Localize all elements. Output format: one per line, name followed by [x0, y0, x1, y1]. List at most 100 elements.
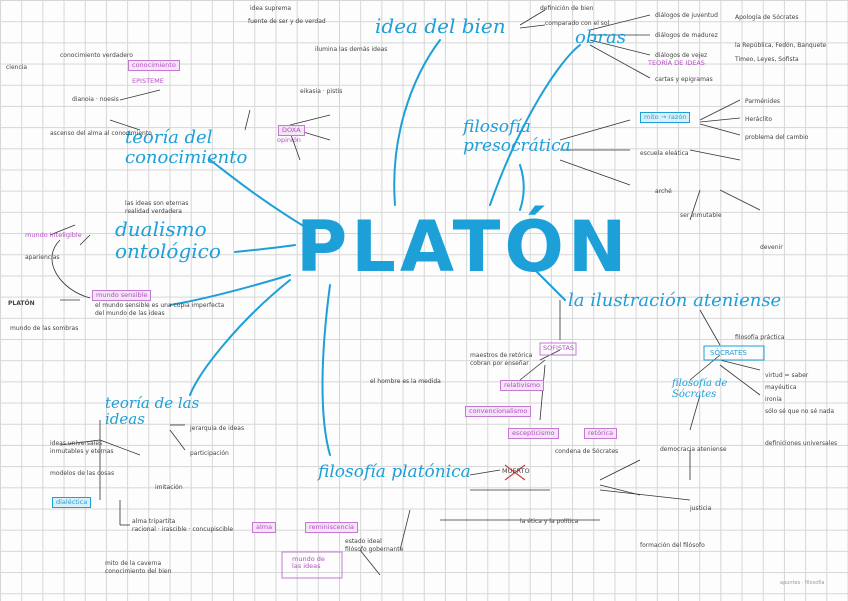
note: maestros de retórica	[470, 352, 533, 359]
label-convencionalismo: convencionalismo	[465, 406, 532, 417]
note: eikasia · pistis	[300, 88, 343, 95]
note: devenir	[760, 244, 783, 251]
note: Parménides	[745, 98, 781, 105]
branch-obras: obras	[575, 27, 626, 48]
note: filósofo gobernante	[345, 546, 404, 553]
note: la ética y la política	[520, 518, 579, 525]
label-teoria-ideas-box: TEORÍA DE IDEAS	[648, 59, 705, 67]
note: ser inmutable	[680, 212, 722, 219]
label-doxa: DOXA	[278, 125, 305, 136]
branch-filosofia-platonica: filosofía platónica	[318, 462, 471, 482]
note: definición de bien	[540, 5, 594, 12]
branch-teoria-conocimiento: teoría del conocimiento	[125, 127, 248, 168]
note: alma tripartita	[132, 518, 176, 525]
label-relativismo: relativismo	[500, 380, 545, 391]
branch-teoria-ideas: teoría de las ideas	[105, 394, 200, 428]
label-retorica: retórica	[584, 428, 618, 439]
note: Apología de Sócrates	[735, 14, 799, 21]
note: filosofía práctica	[735, 334, 785, 341]
note: diálogos de vejez	[655, 52, 708, 59]
note: cobran por enseñar	[470, 360, 529, 367]
note: mundo de las sombras	[10, 325, 79, 332]
branch-ilustracion-ateniense: la ilustración ateniense	[568, 290, 782, 311]
note: diálogos de juventud	[655, 12, 718, 19]
note: mito de la caverna	[105, 560, 162, 567]
note: diálogos de madurez	[655, 32, 718, 39]
label-mundo-sensible: mundo sensible	[92, 290, 152, 301]
note: definiciones universales	[765, 440, 838, 447]
branch-filosofia-presocratica: filosofía presocrática	[463, 117, 571, 156]
branch-dualismo-ontologico: dualismo ontológico	[115, 217, 221, 263]
connector-teoria	[209, 159, 311, 231]
watermark: apuntes · filosofía	[780, 580, 825, 586]
note: problema del cambio	[745, 134, 809, 141]
note: sólo sé que no sé nada	[765, 408, 835, 415]
note: del mundo de las ideas	[95, 310, 165, 317]
note: participación	[190, 450, 229, 457]
label-filosofia-socrates: filosofía de Sócrates	[672, 378, 728, 400]
note: idea suprema	[250, 5, 292, 12]
note: realidad verdadera	[125, 208, 182, 215]
connector-presocratica	[519, 164, 525, 211]
connector-idea-bien	[393, 39, 441, 206]
label-sofistas: SOFISTAS	[543, 344, 575, 352]
label-mundo-ideas: mundo de las ideas	[292, 555, 325, 570]
connector-dualismo	[234, 244, 296, 253]
label-mito-razon: mito → razón	[640, 112, 691, 123]
main-title: PLATÓN	[296, 206, 631, 288]
label-conocimiento: conocimiento	[128, 60, 180, 71]
connector-platonica	[321, 284, 331, 456]
label-escepticismo: escepticismo	[508, 428, 559, 439]
branch-idea-bien: idea del bien	[375, 14, 506, 38]
label-mundo-inteligible: mundo inteligible	[25, 231, 82, 239]
note: cartas y epigramas	[655, 76, 713, 83]
label-muerto: MUERTO	[502, 467, 530, 475]
socrates-box-frame	[703, 345, 765, 361]
note: ironía	[765, 396, 782, 403]
sofistas-box-frame	[539, 342, 577, 356]
note: arché	[655, 188, 672, 195]
note: estado ideal	[345, 538, 382, 545]
note: imitación	[155, 484, 183, 491]
label-episteme: EPISTEME	[132, 77, 164, 85]
note: conocimiento del bien	[105, 568, 172, 575]
note: dianoia · noesis	[72, 96, 119, 103]
label-opinion: opinión	[277, 136, 301, 144]
label-alma: alma	[252, 522, 277, 533]
note: formación del filósofo	[640, 542, 705, 549]
note: fuente de ser y de verdad	[248, 18, 326, 25]
note: la República, Fedón, Banquete	[735, 42, 827, 49]
note: el hombre es la medida	[370, 378, 441, 385]
note: inmutables y eternas	[50, 448, 114, 455]
connector-dualismo-2	[169, 274, 291, 306]
connector-obras	[489, 44, 581, 206]
note: virtud = saber	[765, 372, 809, 379]
teoria-ideas-box-frame	[281, 551, 343, 579]
note: mayéutica	[765, 384, 797, 391]
connector-ilustracion	[534, 269, 566, 301]
note: ciencia	[6, 64, 28, 71]
note: democracia ateniense	[660, 446, 727, 453]
note: modelos de las cosas	[50, 470, 115, 477]
label-socrates: SÓCRATES	[710, 349, 747, 357]
note: conocimiento verdadero	[60, 52, 133, 59]
note: ascenso del alma al conocimiento	[50, 130, 152, 137]
note: comparado con el sol	[545, 20, 610, 27]
label-reminiscencia: reminiscencia	[305, 522, 359, 533]
note: el mundo sensible es una copia imperfect…	[95, 302, 225, 309]
label-platon-small: PLATÓN	[8, 300, 35, 307]
note: Heráclito	[745, 116, 773, 123]
cross-out-mark	[504, 464, 526, 481]
note: escuela eleática	[640, 150, 689, 157]
note: jerarquía de ideas	[190, 425, 245, 432]
note: apariencias	[25, 254, 60, 261]
note: ideas universales	[50, 440, 103, 447]
note: las ideas son eternas	[125, 200, 189, 207]
note: Timeo, Leyes, Sofista	[735, 56, 799, 63]
note: ilumina las demás ideas	[315, 46, 388, 53]
note: racional · irascible · concupiscible	[132, 526, 234, 533]
connector-ideas	[189, 279, 291, 396]
note: condena de Sócrates	[555, 448, 619, 455]
label-dialectica: dialéctica	[52, 497, 92, 508]
